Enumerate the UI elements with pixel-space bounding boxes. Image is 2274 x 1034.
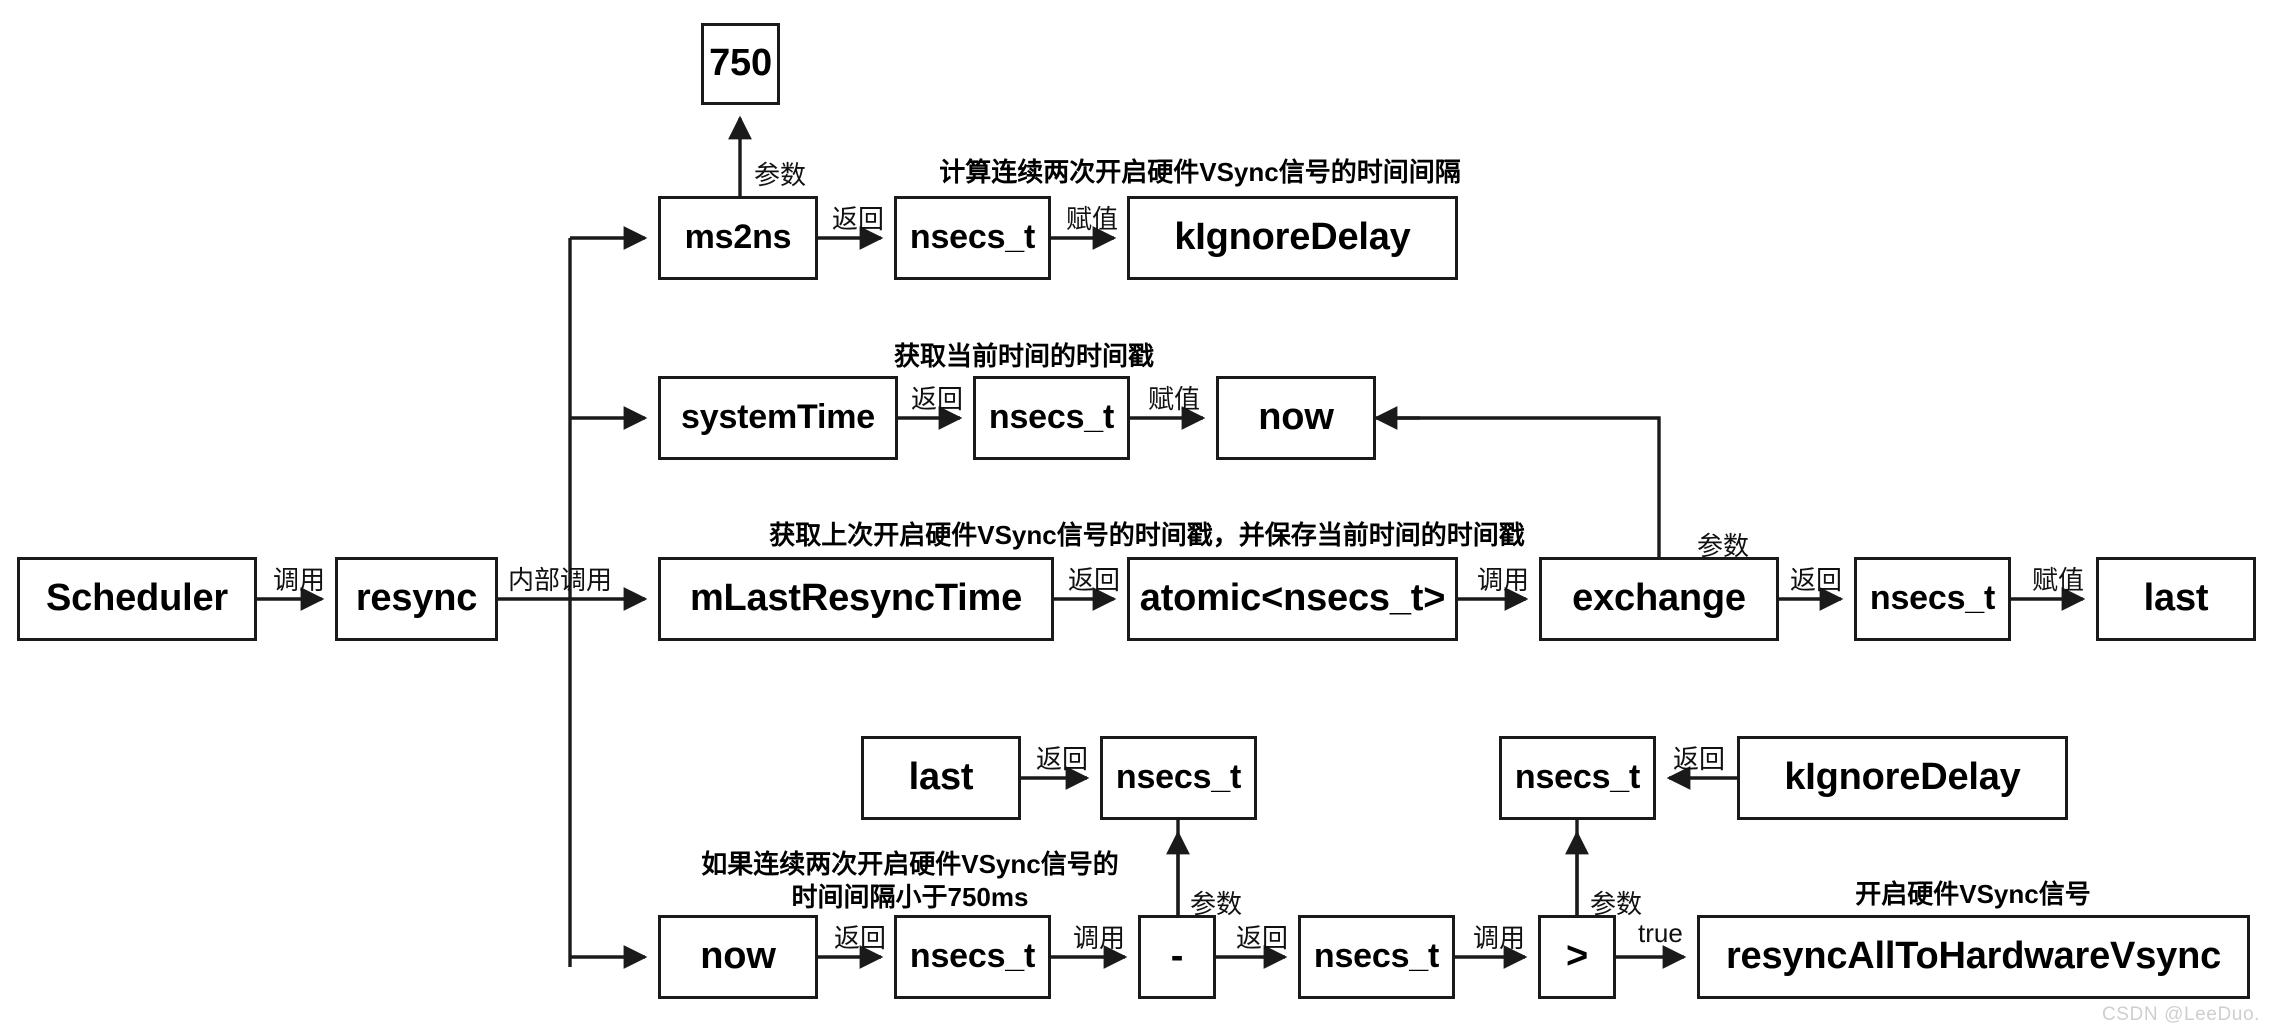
edge-label-call-exchange: 调用 bbox=[1477, 565, 1530, 595]
node-nsecs-t-bottom-2[interactable]: nsecs_t bbox=[1298, 915, 1455, 999]
note-line: 获取当前时间的时间戳 bbox=[893, 341, 1155, 371]
edge-label-assign-now: 赋值 bbox=[1148, 384, 1201, 414]
edge-label-true: true bbox=[1638, 918, 1683, 948]
note-line: 如果连续两次开启硬件VSync信号的 bbox=[701, 849, 1119, 879]
note-get-current-timestamp: 获取当前时间的时间戳 bbox=[894, 340, 1154, 373]
node-last-right[interactable]: last bbox=[2096, 557, 2256, 641]
edge-label-return-bottom-1: 返回 bbox=[834, 923, 887, 953]
node-now-middle[interactable]: now bbox=[1216, 376, 1376, 460]
edge-label-param-exchange: 参数 bbox=[1697, 531, 1750, 561]
note-enable-hw-vsync: 开启硬件VSync信号 bbox=[1855, 878, 2091, 911]
node-nsecs-t-top[interactable]: nsecs_t bbox=[894, 196, 1051, 280]
edge-label-assign-top: 赋值 bbox=[1066, 204, 1119, 234]
node-systemtime[interactable]: systemTime bbox=[658, 376, 898, 460]
note-line: 获取上次开启硬件VSync信号的时间戳，并保存当前时间的时间戳 bbox=[769, 520, 1525, 550]
node-exchange[interactable]: exchange bbox=[1539, 557, 1779, 641]
edge-label-assign-last: 赋值 bbox=[2032, 565, 2085, 595]
node-minus-operator[interactable]: - bbox=[1138, 915, 1216, 999]
node-mlastresynctime[interactable]: mLastResyncTime bbox=[658, 557, 1054, 641]
edge-label-param-750: 参数 bbox=[754, 160, 807, 190]
edge-label-call: 调用 bbox=[273, 565, 326, 595]
node-750[interactable]: 750 bbox=[701, 23, 780, 105]
node-last-lower[interactable]: last bbox=[861, 736, 1021, 820]
note-get-last-and-save: 获取上次开启硬件VSync信号的时间戳，并保存当前时间的时间戳 bbox=[769, 519, 1525, 552]
note-if-interval-lt-750ms: 如果连续两次开启硬件VSync信号的 时间间隔小于750ms bbox=[701, 848, 1119, 915]
node-kignoredelay-lower[interactable]: kIgnoreDelay bbox=[1737, 736, 2068, 820]
edge-label-return-exchange: 返回 bbox=[1790, 565, 1843, 595]
note-line: 时间间隔小于750ms bbox=[791, 882, 1029, 913]
node-nsecs-t-systemtime[interactable]: nsecs_t bbox=[973, 376, 1130, 460]
node-resyncalltohardwarevsync[interactable]: resyncAllToHardwareVsync bbox=[1697, 915, 2250, 999]
node-scheduler[interactable]: Scheduler bbox=[17, 557, 257, 641]
edge-label-return-top: 返回 bbox=[832, 204, 885, 234]
node-ms2ns[interactable]: ms2ns bbox=[658, 196, 818, 280]
edge-label-return-last: 返回 bbox=[1036, 744, 1089, 774]
edge-label-return-systemtime: 返回 bbox=[911, 384, 964, 414]
node-atomic-nsecs-t[interactable]: atomic<nsecs_t> bbox=[1127, 557, 1458, 641]
edge-label-call-gt: 调用 bbox=[1473, 923, 1526, 953]
note-line: 计算连续两次开启硬件VSync信号的时间间隔 bbox=[939, 157, 1461, 187]
node-nsecs-t-exchange[interactable]: nsecs_t bbox=[1854, 557, 2011, 641]
note-line: 开启硬件VSync信号 bbox=[1855, 879, 2091, 909]
node-resync[interactable]: resync bbox=[335, 557, 498, 641]
node-nsecs-t-lower-right[interactable]: nsecs_t bbox=[1499, 736, 1656, 820]
edge-label-return-bottom-2: 返回 bbox=[1236, 923, 1289, 953]
watermark: CSDN @LeeDuo. bbox=[2101, 1004, 2260, 1025]
edge-label-call-minus: 调用 bbox=[1073, 923, 1126, 953]
edge-label-return-kignoredelay: 返回 bbox=[1673, 744, 1726, 774]
edge-label-return-mlast: 返回 bbox=[1068, 565, 1121, 595]
edge-label-internal-call: 内部调用 bbox=[508, 565, 613, 595]
node-greater-than-operator[interactable]: > bbox=[1538, 915, 1616, 999]
note-compute-interval: 计算连续两次开启硬件VSync信号的时间间隔 bbox=[939, 156, 1461, 189]
node-nsecs-t-lower-left[interactable]: nsecs_t bbox=[1100, 736, 1257, 820]
node-now-bottom[interactable]: now bbox=[658, 915, 818, 999]
edge-label-param-minus: 参数 bbox=[1190, 889, 1243, 919]
node-kignoredelay-top[interactable]: kIgnoreDelay bbox=[1127, 196, 1458, 280]
edge-label-param-gt: 参数 bbox=[1590, 889, 1643, 919]
node-nsecs-t-bottom-1[interactable]: nsecs_t bbox=[894, 915, 1051, 999]
